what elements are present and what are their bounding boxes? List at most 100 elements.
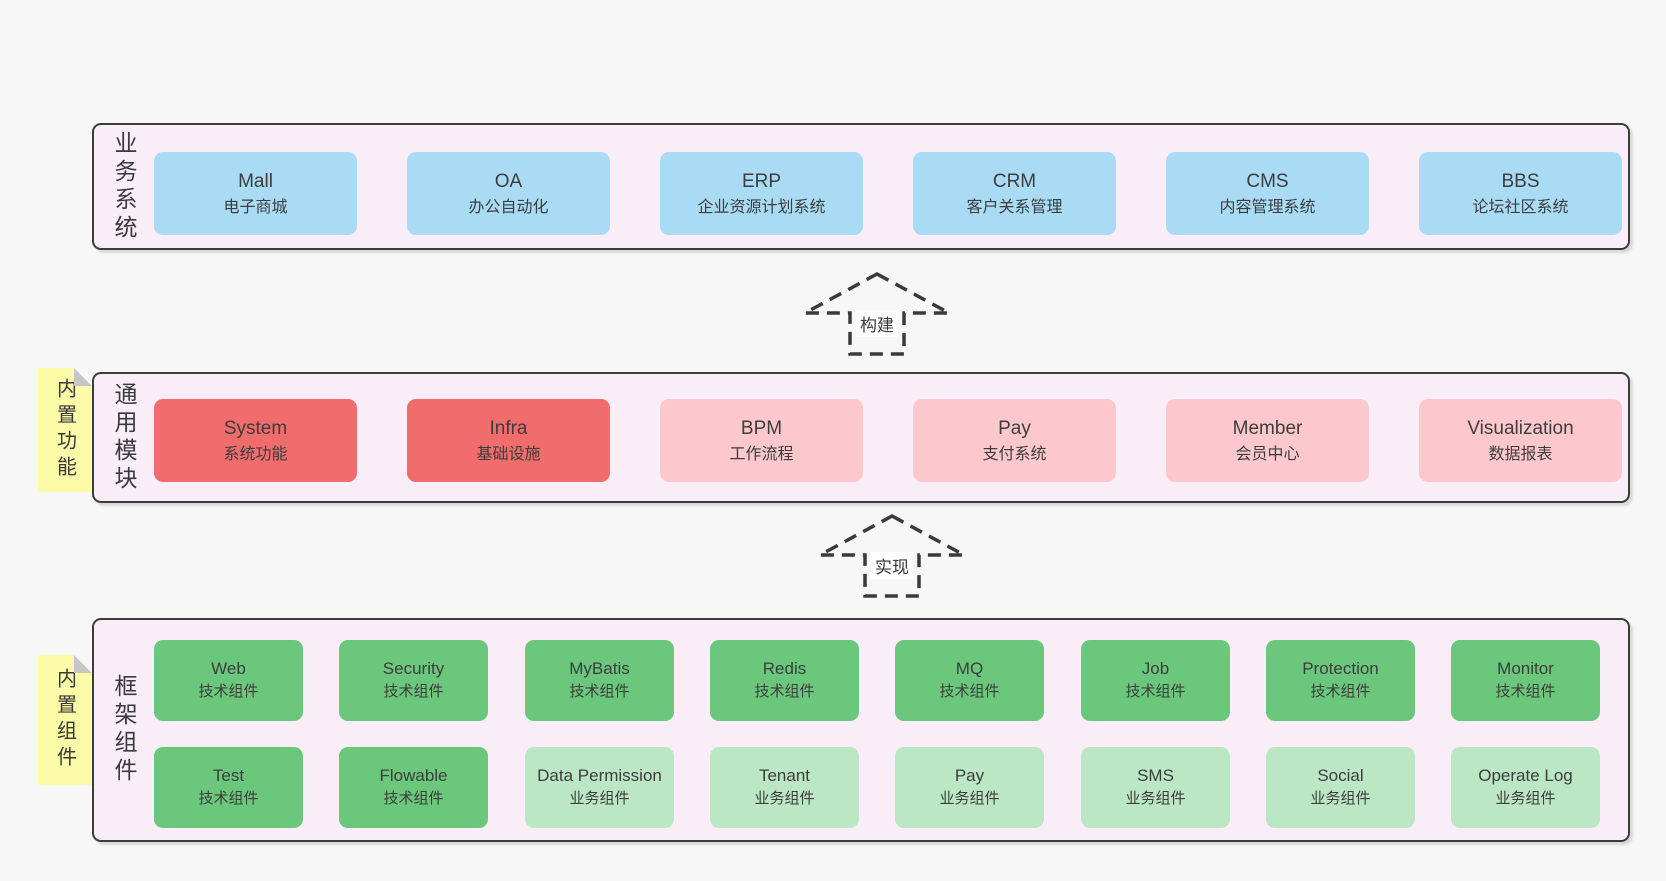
arrow-label-implement: 实现 — [871, 552, 913, 579]
box-sms: SMS 业务组件 — [1081, 747, 1230, 828]
box-title: Tenant — [758, 766, 811, 786]
box-monitor: Monitor 技术组件 — [1451, 640, 1600, 721]
box-subtitle: 业务组件 — [1125, 789, 1186, 807]
box-subtitle: 业务组件 — [1310, 789, 1371, 807]
box-title: Mall — [238, 171, 273, 193]
box-subtitle: 客户关系管理 — [966, 198, 1063, 216]
band-label-common-modules: 通用模块 — [111, 381, 137, 494]
box-subtitle: 业务组件 — [939, 789, 1000, 807]
implement-arrow: 实现 — [815, 512, 969, 600]
box-data-permission: Data Permission 业务组件 — [525, 747, 674, 828]
box-subtitle: 技术组件 — [569, 682, 630, 700]
box-subtitle: 业务组件 — [1495, 789, 1556, 807]
band-business-systems: 业务系统 Mall 电子商城 OA 办公自动化 ERP 企业资源计划系统 CRM… — [92, 123, 1630, 250]
band-label-business-systems: 业务系统 — [111, 130, 137, 243]
box-subtitle: 系统功能 — [223, 445, 288, 463]
box-title: Flowable — [379, 766, 448, 786]
box-subtitle: 数据报表 — [1488, 445, 1553, 463]
box-test: Test 技术组件 — [154, 747, 303, 828]
box-title: MyBatis — [569, 659, 630, 679]
box-title: MQ — [955, 659, 984, 679]
box-title: OA — [494, 171, 523, 193]
up-arrow-icon — [804, 272, 950, 356]
box-subtitle: 技术组件 — [1125, 682, 1186, 700]
box-flowable: Flowable 技术组件 — [339, 747, 488, 828]
box-protection: Protection 技术组件 — [1266, 640, 1415, 721]
folded-corner — [74, 655, 92, 673]
box-web: Web 技术组件 — [154, 640, 303, 721]
box-title: Redis — [762, 659, 807, 679]
box-operate-log: Operate Log 业务组件 — [1451, 747, 1600, 828]
box-subtitle: 论坛社区系统 — [1472, 198, 1569, 216]
box-cms: CMS 内容管理系统 — [1166, 152, 1369, 235]
box-title: Pay — [998, 418, 1031, 440]
box-subtitle: 技术组件 — [1310, 682, 1371, 700]
box-subtitle: 会员中心 — [1235, 445, 1300, 463]
box-mybatis: MyBatis 技术组件 — [525, 640, 674, 721]
band-framework-components: 框架组件 Web 技术组件 Security 技术组件 MyBatis 技术组件… — [92, 618, 1630, 842]
box-erp: ERP 企业资源计划系统 — [660, 152, 863, 235]
box-subtitle: 技术组件 — [383, 789, 444, 807]
box-title: CMS — [1246, 171, 1289, 193]
box-redis: Redis 技术组件 — [710, 640, 859, 721]
box-subtitle: 技术组件 — [939, 682, 1000, 700]
sticky-note-built-in-components: 内置组件 — [38, 655, 92, 785]
box-title: Monitor — [1497, 659, 1554, 679]
box-subtitle: 技术组件 — [1495, 682, 1556, 700]
box-bbs: BBS 论坛社区系统 — [1419, 152, 1622, 235]
box-crm: CRM 客户关系管理 — [913, 152, 1116, 235]
up-arrow-icon — [819, 514, 965, 598]
box-title: Social — [1317, 766, 1364, 786]
sticky-note-built-in-features: 内置功能 — [38, 368, 92, 492]
box-member: Member 会员中心 — [1166, 399, 1369, 482]
box-mall: Mall 电子商城 — [154, 152, 357, 235]
box-title: Test — [212, 766, 245, 786]
box-title: Job — [1141, 659, 1170, 679]
box-title: System — [223, 418, 288, 440]
box-bpm: BPM 工作流程 — [660, 399, 863, 482]
box-title: Data Permission — [537, 766, 662, 786]
box-subtitle: 技术组件 — [383, 682, 444, 700]
box-mq: MQ 技术组件 — [895, 640, 1044, 721]
box-title: Infra — [489, 418, 528, 440]
box-subtitle: 业务组件 — [569, 789, 630, 807]
box-subtitle: 电子商城 — [223, 198, 288, 216]
box-tenant: Tenant 业务组件 — [710, 747, 859, 828]
box-title: BPM — [740, 418, 783, 440]
box-title: ERP — [741, 171, 782, 193]
box-subtitle: 企业资源计划系统 — [697, 198, 826, 216]
box-pay-module: Pay 支付系统 — [913, 399, 1116, 482]
box-title: Protection — [1302, 659, 1379, 679]
box-subtitle: 基础设施 — [476, 445, 541, 463]
box-title: Pay — [954, 766, 985, 786]
box-title: Web — [211, 659, 246, 679]
box-subtitle: 支付系统 — [982, 445, 1047, 463]
box-subtitle: 技术组件 — [754, 682, 815, 700]
box-security: Security 技术组件 — [339, 640, 488, 721]
box-social: Social 业务组件 — [1266, 747, 1415, 828]
band-common-modules: 通用模块 System 系统功能 Infra 基础设施 BPM 工作流程 Pay… — [92, 372, 1630, 503]
box-title: CRM — [992, 171, 1037, 193]
build-arrow: 构建 — [800, 270, 954, 358]
box-title: Security — [382, 659, 445, 679]
box-title: Visualization — [1467, 418, 1574, 440]
box-subtitle: 内容管理系统 — [1219, 198, 1316, 216]
box-visualization: Visualization 数据报表 — [1419, 399, 1622, 482]
band-label-framework-components: 框架组件 — [111, 674, 137, 786]
arrow-label-build: 构建 — [856, 310, 898, 337]
box-oa: OA 办公自动化 — [407, 152, 610, 235]
box-system: System 系统功能 — [154, 399, 357, 482]
folded-corner — [74, 368, 92, 386]
box-subtitle: 工作流程 — [729, 445, 794, 463]
box-job: Job 技术组件 — [1081, 640, 1230, 721]
box-subtitle: 办公自动化 — [468, 198, 549, 216]
box-subtitle: 技术组件 — [198, 789, 259, 807]
box-title: BBS — [1501, 171, 1540, 193]
box-pay-component: Pay 业务组件 — [895, 747, 1044, 828]
box-title: SMS — [1137, 766, 1174, 786]
box-infra: Infra 基础设施 — [407, 399, 610, 482]
sticky-label: 内置组件 — [53, 668, 76, 772]
box-title: Member — [1232, 418, 1303, 440]
box-subtitle: 业务组件 — [754, 789, 815, 807]
